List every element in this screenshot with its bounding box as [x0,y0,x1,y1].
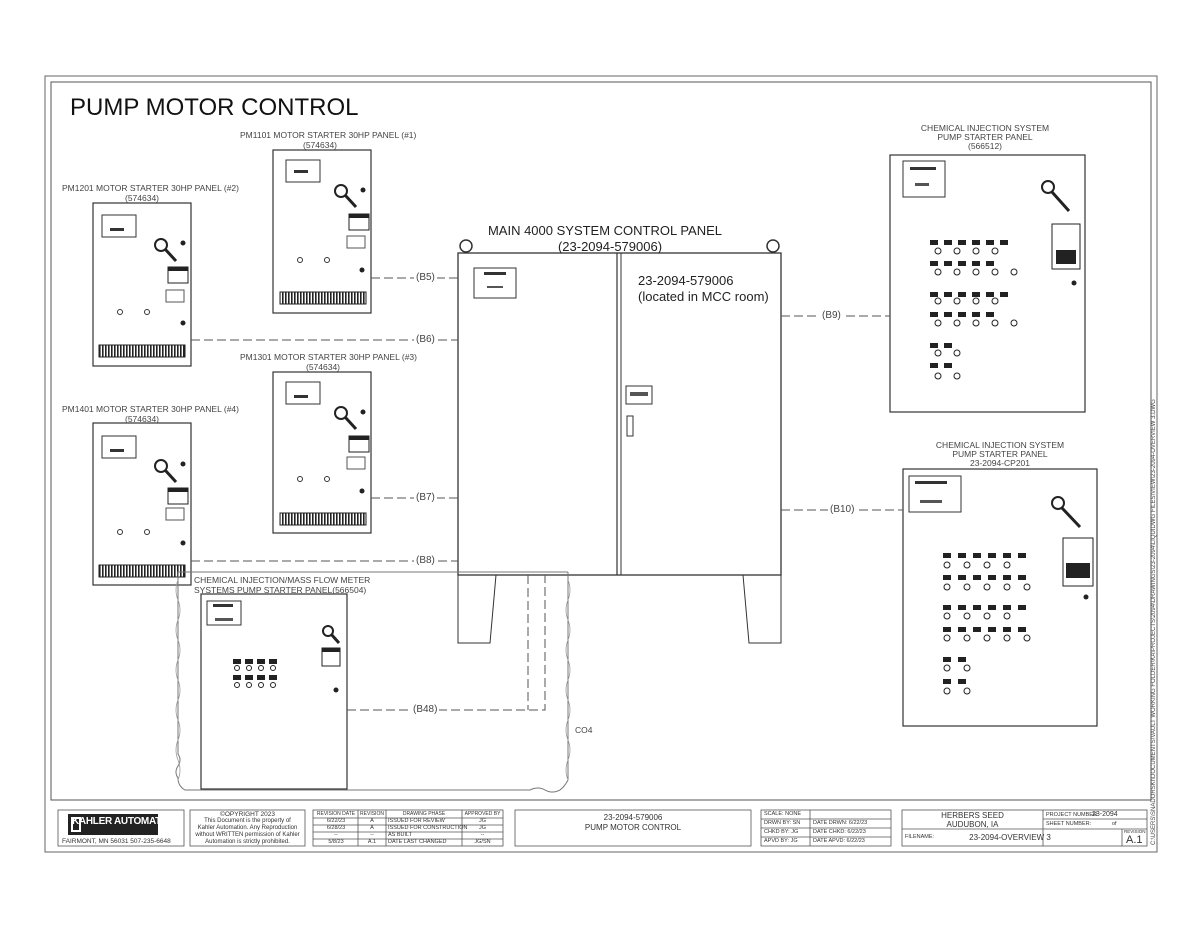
date-checked: DATE CHKD: 6/22/23 [813,829,866,835]
revision-value: A.1 [1126,834,1143,846]
label-chem-566512: CHEMICAL INJECTION SYSTEM [920,123,1050,133]
cable-b7: (B7) [414,492,437,503]
approved-by: APVD BY: JG [764,838,798,844]
label-pm1101-id: (574634) [302,140,338,150]
label-pm1301: PM1301 MOTOR STARTER 30HP PANEL (#3) [240,352,417,362]
sheet-number: of [1112,821,1117,827]
label-pm1401-id: (574634) [124,414,160,424]
company-logo-text: KAHLER AUTOMATION [72,816,178,827]
cable-b48: (B48) [411,704,440,715]
rev-header-phase: DRAWING PHASE [402,811,446,817]
rev-row-4-date: 5/8/23 [328,839,344,845]
rev-row-1-rev: A [370,818,374,824]
panel-chem-mass-flow [200,593,348,790]
rev-header-date: REVISION DATE [316,811,356,817]
project-number: 23-2094 [1092,811,1118,818]
rev-row-4-approved: JG/SN [474,839,491,845]
copyright-line-2: Kahler Automation. Any Reproduction [197,825,298,831]
outer-border [44,75,1158,853]
label-chem-massflow: CHEMICAL INJECTION/MASS FLOW METER [194,575,371,585]
revision-label: REVISION [1124,829,1146,834]
panel-pm1401 [92,422,192,586]
label-chem-cp201-2: PUMP STARTER PANEL [952,449,1048,459]
main-panel-door-note-1: 23-2094-579006 [638,273,734,288]
main-panel-number: (23-2094-579006) [557,239,663,254]
inner-border [50,81,1152,801]
title-block-lines [57,809,1148,847]
company-address: FAIRMONT, MN 56031 507-235-6648 [62,838,171,845]
label-pm1201: PM1201 MOTOR STARTER 30HP PANEL (#2) [62,183,239,193]
copyright-line-3: without WRITTEN permission of Kahler [195,832,300,838]
copyright-line-1: This Document is the property of [204,818,291,824]
main-control-panel [457,239,782,644]
rev-row-1-date: 6/22/23 [326,818,346,824]
side-path-label: C:\USERS\SNADORSKI\DOCUMENTS\VAULT WORKI… [1151,399,1157,845]
copyright-year: ©OPYRIGHT 2023 [220,811,275,818]
label-pm1201-id: (574634) [124,193,160,203]
kahler-logo [68,814,158,835]
rev-row-1-phase: ISSUED FOR REVIEW [388,818,445,824]
cable-b9: (B9) [820,310,843,321]
drawn-by: DRWN BY: SN [764,820,801,826]
panel-pm1201 [92,202,192,367]
drawing-title: PUMP MOTOR CONTROL [584,823,682,832]
label-pm1401: PM1401 MOTOR STARTER 30HP PANEL (#4) [62,404,239,414]
filename: 23-2094-OVERVIEW 3 [969,833,1051,842]
cable-b6: (B6) [414,334,437,345]
client-name: HERBERS SEED [941,811,1004,820]
rev-row-3-approved: -- [480,832,485,838]
panel-chem-cp201 [902,468,1098,727]
cable-b8: (B8) [414,555,437,566]
main-panel-door-note-2: (located in MCC room) [638,289,769,304]
rev-row-2-approved: JG [478,825,487,831]
rev-row-3-date: -- [334,832,338,838]
page-title: PUMP MOTOR CONTROL [70,94,359,121]
rev-header-approved: APPROVED BY [464,811,501,817]
rev-row-4-phase: DATE LAST CHANGED [388,839,447,845]
label-chem-massflow-2: SYSTEMS PUMP STARTER PANEL(566504) [194,585,367,595]
label-chem-566512-id: (566512) [967,141,1003,151]
rev-header-rev: REVISION [360,811,384,817]
rev-row-2-rev: A [370,825,374,831]
label-pm1101: PM1101 MOTOR STARTER 30HP PANEL (#1) [240,130,417,140]
cable-b10: (B10) [828,504,857,515]
panel-pm1101 [272,149,372,314]
zone-label-co4: CO4 [575,725,593,735]
cable-b5: (B5) [414,272,437,283]
rev-row-2-phase: ISSUED FOR CONSTRUCTION [388,825,468,831]
client-location: AUDUBON, IA [946,820,999,829]
sheet-number-label: SHEET NUMBER: [1046,821,1092,827]
rev-row-4-rev: A.1 [367,839,377,845]
date-drawn: DATE DRWN: 6/22/23 [813,820,868,826]
label-chem-566512-2: PUMP STARTER PANEL [937,132,1033,142]
date-approved: DATE APVD: 6/22/23 [813,838,865,844]
zone-boundary-co4 [175,571,569,793]
label-chem-cp201: CHEMICAL INJECTION SYSTEM [935,440,1065,450]
panel-chem-566512 [889,154,1086,413]
rev-row-3-rev: -- [370,832,374,838]
checked-by: CHKD BY: JG [764,829,799,835]
copyright-line-4: Automation is strictly prohibited. [205,839,290,845]
drawing-number: 23-2094-579006 [603,813,663,822]
project-number-label: PROJECT NUMBER: [1046,812,1099,818]
rev-row-1-approved: JG [478,818,487,824]
rev-row-3-phase: AS BUILT [388,832,413,838]
label-chem-cp201-id: 23-2094-CP201 [969,458,1030,468]
panel-pm1301 [272,371,372,534]
label-pm1301-id: (574634) [305,362,341,372]
scale: SCALE: NONE [764,811,801,817]
main-panel-title: MAIN 4000 SYSTEM CONTROL PANEL [487,223,723,238]
filename-label: FILENAME: [905,834,935,840]
rev-row-2-date: 6/28/23 [326,825,346,831]
